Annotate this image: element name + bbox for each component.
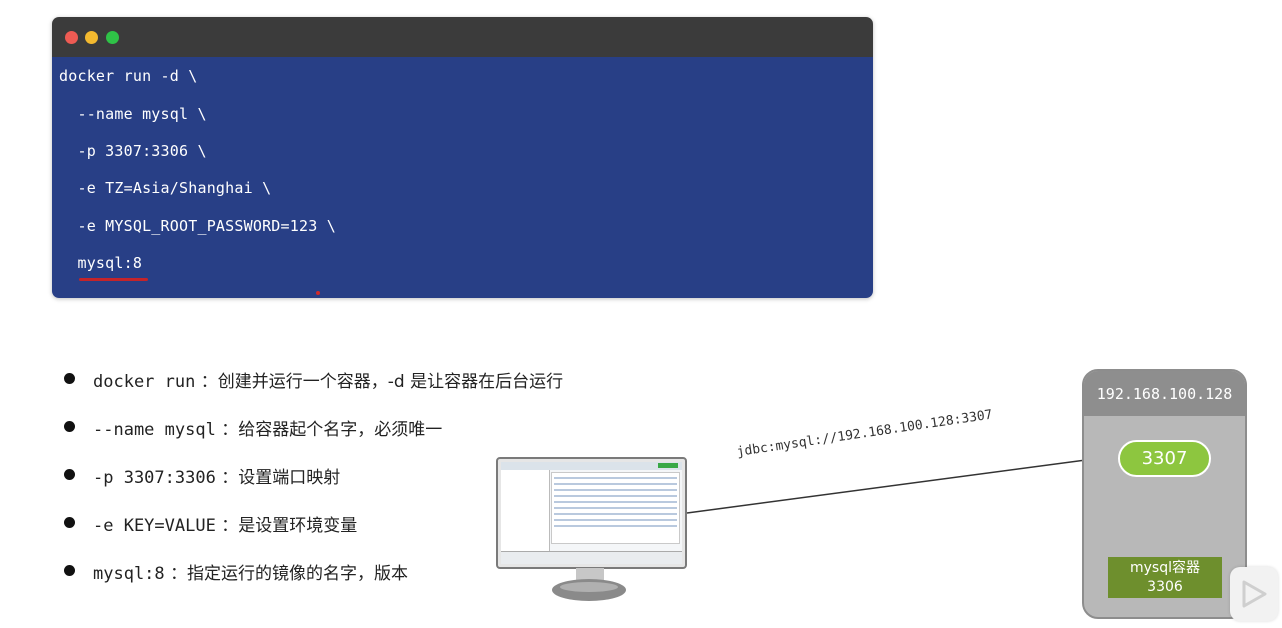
window-minimize-dot[interactable] bbox=[85, 31, 98, 44]
play-icon bbox=[1242, 580, 1267, 608]
annotation-dot bbox=[316, 291, 320, 295]
option-code: -e KEY=VALUE bbox=[93, 516, 216, 536]
option-desc: ：是设置环境变量 bbox=[221, 516, 358, 536]
terminal-titlebar bbox=[52, 17, 873, 57]
container-port: 3306 bbox=[1147, 579, 1183, 595]
highlight-underline bbox=[79, 278, 148, 281]
option-code: -p 3307:3306 bbox=[93, 468, 216, 488]
bullet-icon bbox=[64, 469, 75, 480]
option-code: --name mysql bbox=[93, 420, 216, 440]
option-code: mysql:8 bbox=[93, 564, 165, 584]
option-desc: ：指定运行的镜像的名字，版本 bbox=[170, 564, 409, 584]
command-line: -e MYSQL_ROOT_PASSWORD=123 \ bbox=[59, 217, 336, 235]
bullet-icon bbox=[64, 373, 75, 384]
monitor-icon bbox=[496, 457, 687, 569]
command-line: docker run -d \ bbox=[59, 67, 198, 85]
terminal-body: docker run -d \ --name mysql \ -p 3307:3… bbox=[52, 57, 873, 298]
play-button[interactable] bbox=[1230, 567, 1278, 621]
monitor-stand bbox=[576, 568, 604, 582]
jdbc-connection-line bbox=[686, 451, 1118, 514]
command-line: -p 3307:3306 \ bbox=[59, 142, 207, 160]
terminal-window: docker run -d \ --name mysql \ -p 3307:3… bbox=[52, 17, 873, 298]
bullet-icon bbox=[64, 517, 75, 528]
bullet-icon bbox=[64, 565, 75, 576]
container-name: mysql容器 bbox=[1130, 560, 1200, 576]
host-port-badge: 3307 bbox=[1118, 440, 1211, 477]
bullet-icon bbox=[64, 421, 75, 432]
host-ip-label: 192.168.100.128 bbox=[1096, 385, 1233, 403]
host-header: 192.168.100.128 bbox=[1084, 371, 1245, 416]
option-desc: ：创建并运行一个容器，-d 是让容器在后台运行 bbox=[200, 372, 564, 392]
command-line: -e TZ=Asia/Shanghai \ bbox=[59, 179, 272, 197]
monitor-base bbox=[552, 579, 626, 601]
window-maximize-dot[interactable] bbox=[106, 31, 119, 44]
command-line: --name mysql \ bbox=[59, 105, 207, 123]
option-desc: ：给容器起个名字，必须唯一 bbox=[221, 420, 443, 440]
command-line: mysql:8 bbox=[59, 254, 143, 272]
db-client-screenshot bbox=[501, 462, 682, 564]
mysql-container: mysql容器 3306 bbox=[1108, 557, 1222, 598]
option-desc: ：设置端口映射 bbox=[221, 468, 341, 488]
option-code: docker run bbox=[93, 372, 196, 392]
window-close-dot[interactable] bbox=[65, 31, 78, 44]
